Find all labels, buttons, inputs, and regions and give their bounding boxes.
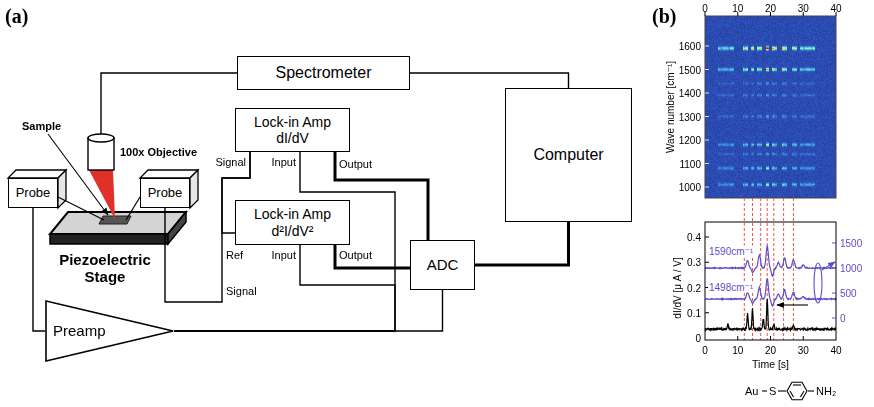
box-label: Lock-in Amp d²I/dV²	[243, 206, 343, 238]
probe-box: Probe	[140, 178, 190, 208]
instrument-box: Spectrometer	[237, 56, 410, 90]
atom-label: S	[769, 385, 776, 397]
signal-wire	[33, 208, 45, 331]
plot-frame	[705, 222, 836, 340]
heatmap-frame	[705, 16, 836, 198]
instrument-box: Lock-in Amp d²I/dV²	[235, 200, 350, 245]
optical-fiber	[101, 73, 237, 134]
signal-wire	[475, 222, 569, 265]
amplifier-triangle: Preamp	[45, 300, 174, 362]
box-label: Computer	[533, 146, 603, 164]
curve-group-ellipse	[814, 263, 822, 303]
box-label: Probe	[148, 186, 183, 201]
port-label: Signal	[215, 156, 246, 168]
objective-lens	[88, 138, 114, 170]
tick-label: 1100	[679, 158, 701, 169]
atom-label: Au	[745, 385, 758, 397]
axis-title: dI/dV [μ A / V]	[672, 257, 683, 318]
tick-label: 30	[798, 3, 809, 14]
tick-label: 0	[695, 333, 701, 344]
tick-label: 1000	[840, 263, 862, 274]
axis-ticks	[832, 243, 836, 318]
trace-label: 1590cm⁻¹	[708, 246, 754, 257]
tick-label: 40	[830, 345, 841, 356]
port-label: Ref	[226, 249, 243, 261]
tick-label: 1600	[679, 41, 701, 52]
computer-box: Computer	[505, 88, 632, 222]
tick-label: 1000	[679, 182, 701, 193]
atom-label: NH₂	[816, 385, 836, 397]
probe-top-face	[140, 170, 198, 178]
signal-wire	[174, 245, 395, 331]
amplifier-outline-shape	[46, 301, 173, 361]
signal-wire	[335, 245, 410, 268]
panel-letter: (b)	[652, 5, 676, 27]
trace-group	[705, 246, 836, 330]
tick-label: 1200	[679, 135, 701, 146]
port-label: Output	[339, 158, 372, 170]
tick-label: 0.2	[687, 282, 701, 293]
box-label: Probe	[16, 186, 51, 201]
part-label: 100x Objective	[120, 146, 197, 158]
stage-side	[168, 212, 186, 244]
signal-wire	[174, 290, 442, 331]
signal-trace	[705, 299, 836, 330]
objective-lens-top	[88, 134, 114, 142]
axis-title: Wave number [cm⁻¹]	[665, 61, 676, 153]
tick-label: 10	[732, 345, 743, 356]
box-label: Lock-in Amp dI/dV	[243, 114, 343, 146]
tick-label: 0	[702, 345, 708, 356]
signal-trace	[705, 246, 836, 276]
tick-label: 1500	[840, 238, 862, 249]
tick-label: 20	[765, 345, 776, 356]
signal-wire	[410, 73, 569, 88]
tick-label: 0.3	[687, 257, 701, 268]
port-label: Output	[339, 249, 372, 261]
stage-front	[50, 234, 168, 244]
panel-letter: (a)	[5, 5, 28, 27]
tick-label: 0.1	[687, 307, 701, 318]
box-label: Preamp	[53, 322, 106, 339]
probe-top-face	[8, 170, 66, 178]
tick-label: 1300	[679, 111, 701, 122]
tick-label: 1500	[679, 64, 701, 75]
spectrogram-heatmap	[705, 16, 836, 198]
axis-pointer-arrow	[822, 262, 835, 270]
trace-label: 1498cm⁻¹	[708, 282, 754, 293]
tick-label: 40	[830, 3, 841, 14]
part-label: Sample	[22, 120, 61, 132]
tick-label: 0	[840, 313, 846, 324]
instrument-box: Lock-in Amp dI/dV	[235, 108, 350, 152]
axis-ticks	[705, 46, 709, 187]
axis-ticks	[705, 237, 803, 340]
tick-label: 10	[732, 3, 743, 14]
box-label: ADC	[427, 256, 459, 273]
tick-label: 0	[702, 3, 708, 14]
axis-pointer-arrow	[777, 304, 808, 305]
probe-box: Probe	[8, 178, 58, 208]
molecule-structure	[762, 382, 814, 399]
tick-label: 500	[840, 288, 857, 299]
tick-label: 30	[798, 345, 809, 356]
signal-wire	[174, 152, 395, 331]
port-label: Input	[272, 156, 296, 168]
probe-side-face	[190, 170, 198, 208]
tick-label: 0.4	[687, 232, 701, 243]
axis-title: Time [s]	[752, 359, 789, 371]
tick-label: 20	[765, 3, 776, 14]
converter-box: ADC	[410, 240, 475, 290]
tick-label: 1400	[679, 88, 701, 99]
part-label: Piezoelectric Stage	[49, 252, 161, 285]
port-label: Input	[272, 249, 296, 261]
probe-needle	[126, 197, 140, 220]
probe-side-face	[58, 170, 66, 208]
port-label: Signal	[226, 285, 257, 297]
box-label: Spectrometer	[275, 64, 371, 82]
